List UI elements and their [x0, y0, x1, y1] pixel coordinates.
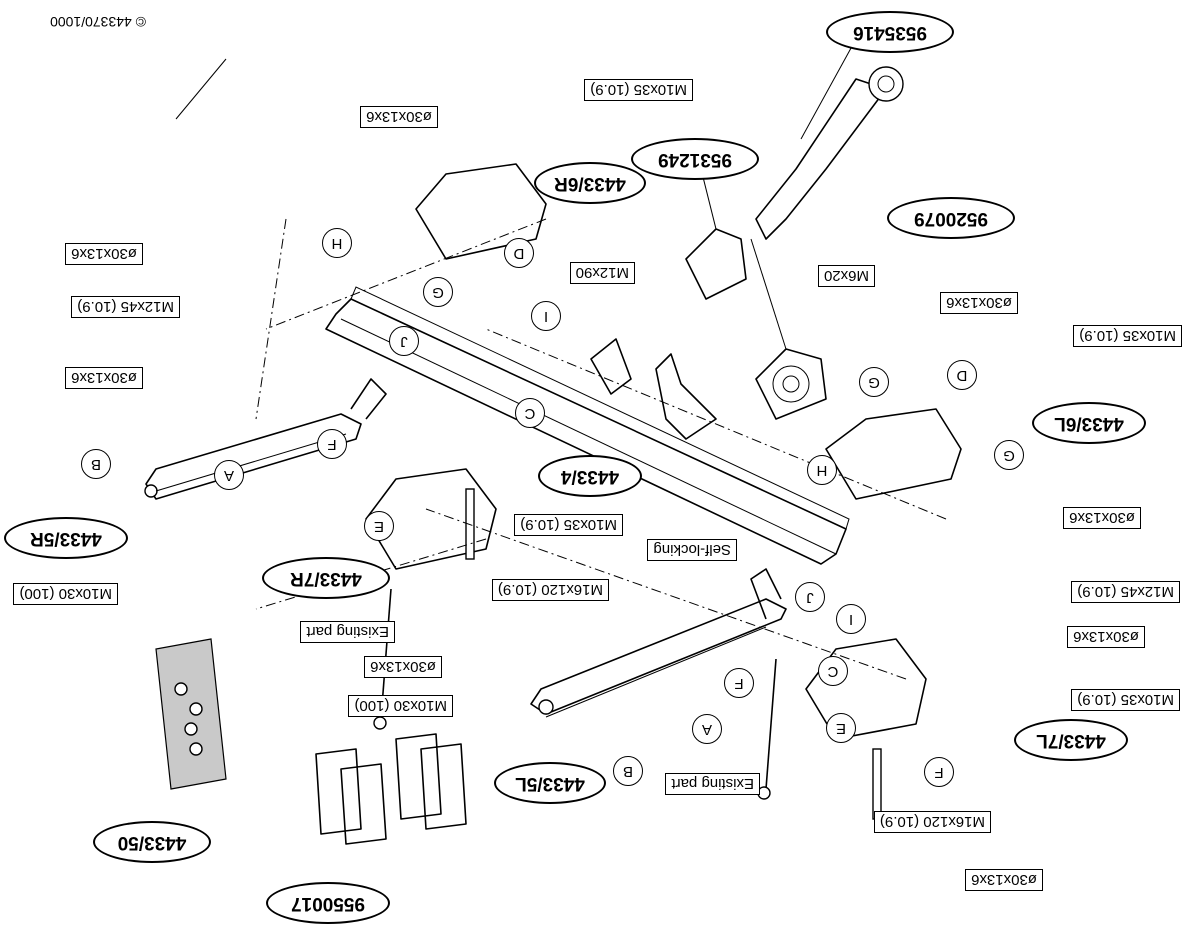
beam-bracket-left: [655, 353, 717, 440]
label-m12x90: M12x90: [569, 262, 635, 284]
ref-letter-b-center: B: [613, 756, 643, 786]
part-label-4433-5l: 4433/5L: [494, 762, 606, 804]
side-arm-end-5r: [350, 378, 387, 420]
part-label-4433-50: 4433/50: [93, 821, 211, 863]
part-label-9550017: 9550017: [266, 882, 390, 924]
label-m12x45-right: M12x45 (10.9): [1071, 581, 1180, 603]
part-label-4433-6r: 4433/6R: [534, 162, 646, 204]
label-m10x35-center: M10x35 (10.9): [514, 514, 623, 536]
clamp-9531249: [685, 228, 747, 300]
ref-letter-d-right: D: [947, 360, 977, 390]
label-washer-center-low: ø30x13x6: [364, 656, 442, 678]
label-m12x45-left: M12x45 (10.9): [71, 296, 180, 318]
ref-letter-g-right-low: G: [994, 440, 1024, 470]
ref-letter-h-right: H: [807, 455, 837, 485]
ref-letter-c-right: C: [818, 656, 848, 686]
beam-bracket-right: [590, 338, 632, 395]
ref-letter-g-right: G: [859, 367, 889, 397]
plate-4433-6l: [825, 408, 962, 500]
ref-letter-h: H: [322, 228, 352, 258]
ref-letter-g: G: [423, 277, 453, 307]
ref-letter-i-right: I: [836, 604, 866, 634]
ref-letter-c: C: [515, 398, 545, 428]
ref-letter-j: J: [389, 326, 419, 356]
label-washer-top: ø30x13x6: [360, 106, 438, 128]
part-label-4433-6l: 4433/6L: [1032, 402, 1146, 444]
ref-letter-a-center: A: [692, 714, 722, 744]
m16-bolt-left: [872, 748, 882, 820]
ref-letter-e-right: E: [826, 713, 856, 743]
label-washer-right-top: ø30x13x6: [940, 292, 1018, 314]
label-washer-left-upper: ø30x13x6: [65, 243, 143, 265]
label-m10x35-right: M10x35 (10.9): [1073, 325, 1182, 347]
label-m6x20: M6x20: [817, 265, 875, 287]
ref-letter-a: A: [214, 460, 244, 490]
label-m16x120-center: M16x120 (10.9): [491, 579, 609, 601]
side-arm-4433-5r: [145, 413, 362, 500]
label-washer-left-lower: ø30x13x6: [65, 367, 143, 389]
ref-letter-i: I: [531, 301, 561, 331]
plate-4433-7l: [805, 638, 927, 740]
towball-9535416: [755, 78, 887, 240]
copyright-text: © 443370/1000: [50, 14, 146, 30]
label-washer-bottom: ø30x13x6: [965, 869, 1043, 891]
label-self-locking: Self-locking: [647, 539, 737, 561]
plate-4433-6r: [415, 163, 547, 260]
ref-letter-e: E: [364, 511, 394, 541]
ref-letter-f-center: F: [724, 668, 754, 698]
spacer-blocks-9550017: [315, 733, 467, 845]
ref-letter-f: F: [317, 429, 347, 459]
label-m10x35-top: M10x35 (10.9): [584, 79, 693, 101]
plate-4433-7r: [365, 468, 497, 570]
label-existing-part-right: Existing part: [665, 773, 760, 795]
part-label-4433-5r: 4433/5R: [4, 517, 128, 559]
long-bolt-left: [765, 658, 777, 790]
ref-letter-j-right: J: [795, 582, 825, 612]
side-arm-4433-5l: [530, 598, 787, 715]
part-label-4433-4: 4433/4: [538, 455, 642, 497]
part-label-4433-7r: 4433/7R: [262, 557, 390, 599]
label-m10x35-right-low: M10x35 (10.9): [1071, 689, 1180, 711]
label-m10x30-center: M10x30 (100): [348, 695, 453, 717]
label-m16x120-right: M16x120 (10.9): [873, 811, 991, 833]
part-label-9520079: 9520079: [887, 197, 1015, 239]
part-label-9535416: 9535416: [826, 11, 954, 53]
side-arm-end-5l: [750, 568, 782, 620]
label-washer-right-mid: ø30x13x6: [1063, 507, 1141, 529]
hardware-bag-4433-50: [155, 638, 227, 790]
label-m10x30-left: M10x30 (100): [13, 583, 118, 605]
socket-bracket-9520079: [755, 348, 827, 420]
m16-bolt-right: [465, 488, 475, 560]
ref-letter-f-right: F: [924, 757, 954, 787]
ref-letter-d: D: [504, 238, 534, 268]
label-existing-part-left: Existing part: [300, 621, 395, 643]
part-label-9531249: 9531249: [631, 138, 759, 180]
part-label-4433-7l: 4433/7L: [1014, 719, 1128, 761]
ref-letter-b: B: [81, 449, 111, 479]
label-washer-right-low: ø30x13x6: [1067, 626, 1145, 648]
